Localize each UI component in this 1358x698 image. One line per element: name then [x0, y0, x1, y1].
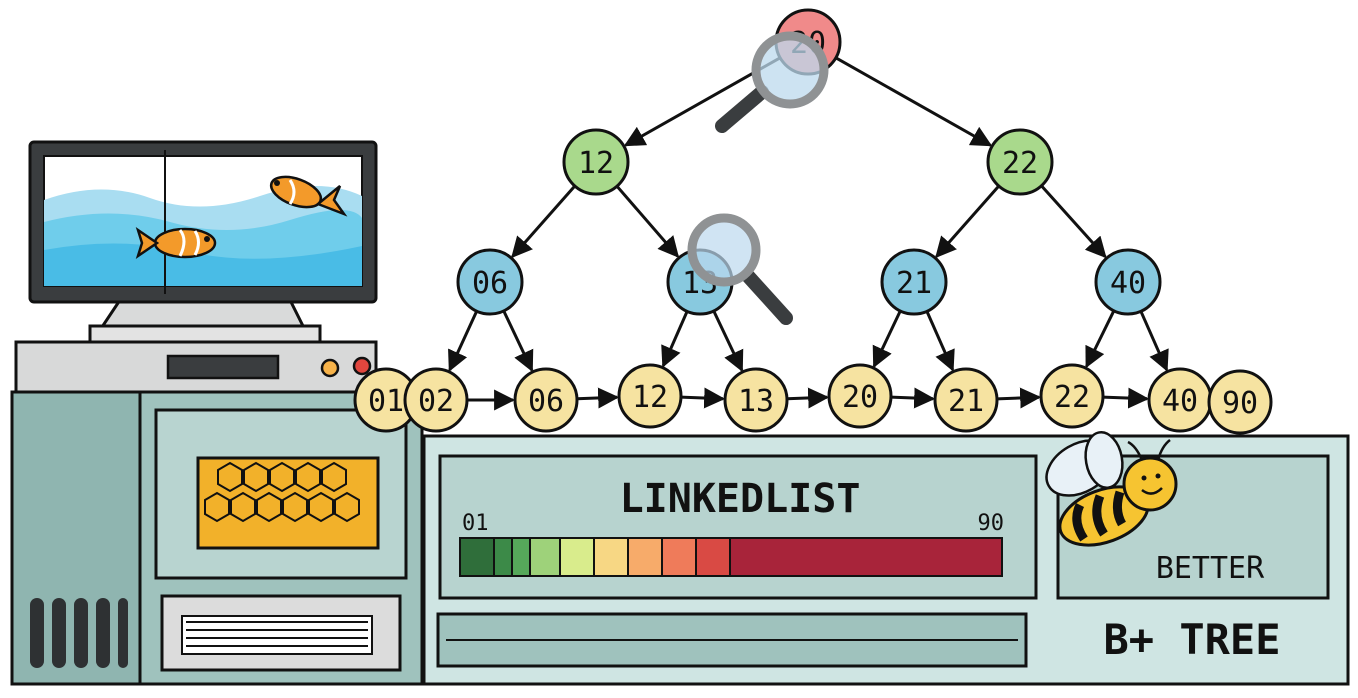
gradient-bar [459, 537, 1003, 577]
magnifier-icon [715, 31, 829, 133]
tree-edge [661, 309, 689, 368]
server-machine [10, 340, 424, 686]
tree-edge [935, 184, 1000, 259]
tree-edge [996, 387, 1042, 409]
computer-monitor [28, 140, 378, 346]
node-label: 21 [896, 266, 932, 301]
leaf-node: 21 [933, 367, 999, 433]
bee-icon [1045, 430, 1178, 547]
tree-edges [448, 56, 1169, 411]
range-max-label: 90 [978, 511, 1005, 536]
node-label: 22 [1054, 380, 1090, 415]
tree-node: 22 [986, 128, 1054, 196]
tree-node: 40 [1094, 248, 1162, 316]
node-label: 12 [632, 380, 668, 415]
gradient-segment [459, 537, 495, 577]
tree-edge [786, 387, 830, 409]
node-label: 22 [1002, 146, 1038, 181]
magnifier-icon [687, 213, 793, 325]
tree-edge [872, 309, 903, 369]
node-label: 01 [368, 384, 404, 419]
gradient-segment [729, 537, 1003, 577]
fish-icon [135, 226, 217, 260]
node-label: 06 [528, 384, 564, 419]
gradient-segment [627, 537, 663, 577]
tree-node: 21 [880, 248, 948, 316]
honeycomb-window [196, 456, 380, 550]
tree-edge [615, 185, 680, 258]
tree-edge [1139, 309, 1169, 372]
gradient-segment [493, 537, 513, 577]
vent-grille [30, 598, 128, 668]
tree-edge [835, 56, 993, 147]
leaf-node: 01 [353, 367, 419, 433]
leaf-node: 06 [513, 367, 579, 433]
leaf-node: 40 [1147, 367, 1213, 433]
tree-edge [1085, 309, 1116, 369]
node-label: 13 [738, 384, 774, 419]
tree-edge [680, 387, 726, 409]
node-label: 02 [418, 384, 454, 419]
leaf-node: 02 [403, 367, 469, 433]
gradient-segment [695, 537, 731, 577]
linkedlist-label: LINKEDLIST [620, 476, 861, 522]
tree-edge [1040, 184, 1107, 259]
tree-node: 12 [562, 128, 630, 196]
tree-node: 06 [456, 248, 524, 316]
gradient-segment [661, 537, 697, 577]
node-label: 21 [948, 384, 984, 419]
fish-icon [269, 175, 348, 217]
bptree-label: B+ TREE [1103, 615, 1280, 664]
node-label: 12 [578, 146, 614, 181]
fish-tank-screen [43, 150, 363, 294]
leaf-node: 20 [827, 363, 893, 429]
node-label: 20 [842, 380, 878, 415]
tree-edge [448, 309, 479, 372]
tree-edge [511, 184, 576, 259]
leaf-node: 90 [1207, 369, 1273, 435]
better-label: BETTER [1156, 551, 1265, 586]
gradient-segment [511, 537, 531, 577]
tree-edge [890, 387, 936, 409]
gradient-segment [593, 537, 629, 577]
tree-edge [711, 309, 744, 373]
leaf-node: 13 [723, 367, 789, 433]
node-label: 06 [472, 266, 508, 301]
node-label: 90 [1222, 386, 1258, 421]
gradient-segment [529, 537, 561, 577]
leaf-node: 22 [1039, 363, 1105, 429]
node-label: 40 [1162, 384, 1198, 419]
tree-edge [925, 309, 955, 372]
leaf-node: 12 [617, 363, 683, 429]
gradient-segment [559, 537, 595, 577]
tree-edge [576, 387, 620, 409]
range-min-label: 01 [462, 511, 489, 536]
tree-edge [501, 309, 534, 373]
tree-edge [1102, 387, 1150, 409]
node-label: 40 [1110, 266, 1146, 301]
